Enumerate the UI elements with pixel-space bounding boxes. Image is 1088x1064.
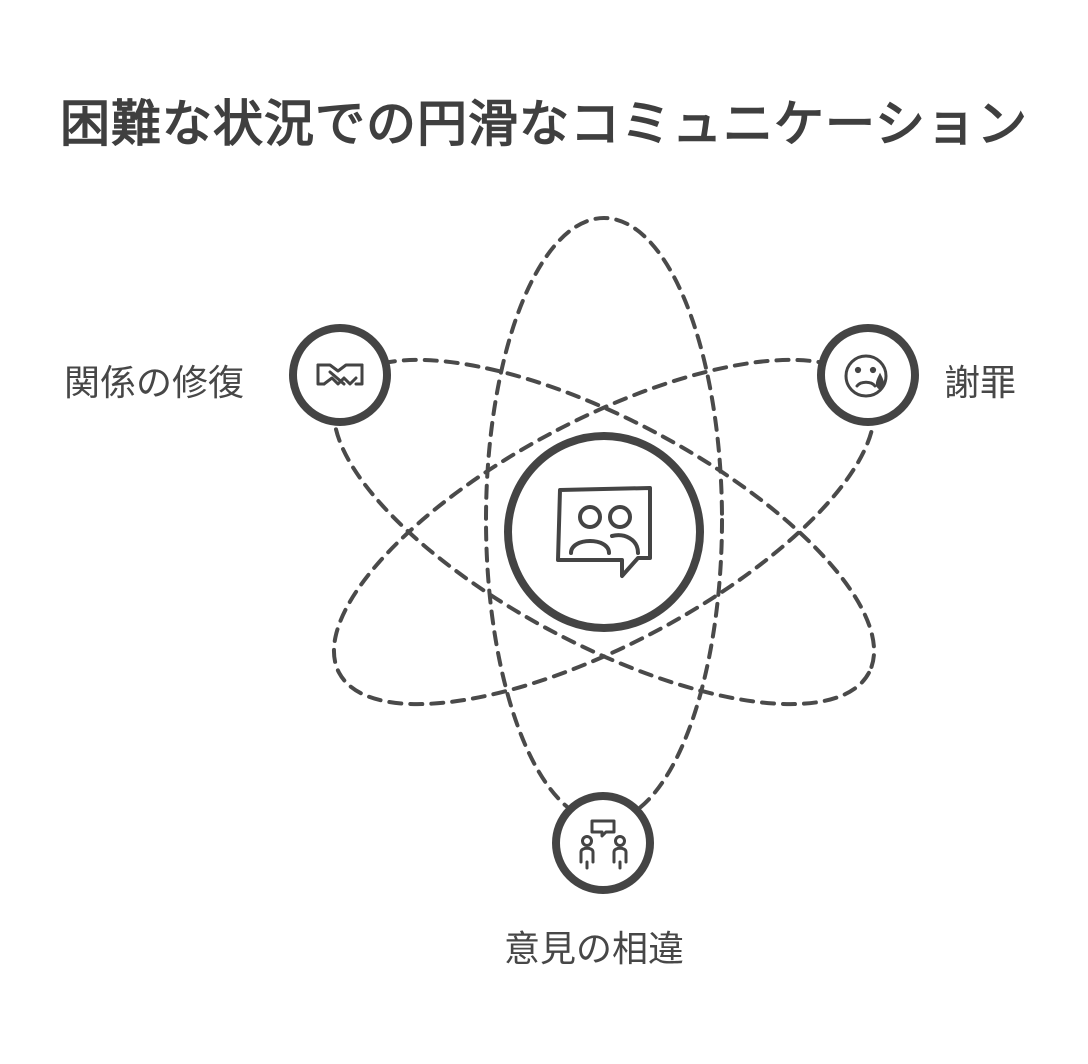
node-relationship-repair <box>289 324 391 426</box>
node-label-disagreement: 意見の相違 <box>504 929 685 970</box>
disagreement-icon <box>579 819 628 870</box>
sad-face-icon <box>844 354 888 398</box>
node-label-apology: 謝罪 <box>944 363 1017 404</box>
node-apology <box>817 324 919 426</box>
node-label-relationship-repair: 関係の修復 <box>64 363 245 404</box>
center-node <box>504 432 704 632</box>
node-disagreement <box>552 792 654 894</box>
diagram-title: 困難な状況での円滑なコミュニケーション <box>60 95 1028 153</box>
handshake-icon <box>316 363 364 386</box>
group-chat-icon <box>556 486 652 578</box>
